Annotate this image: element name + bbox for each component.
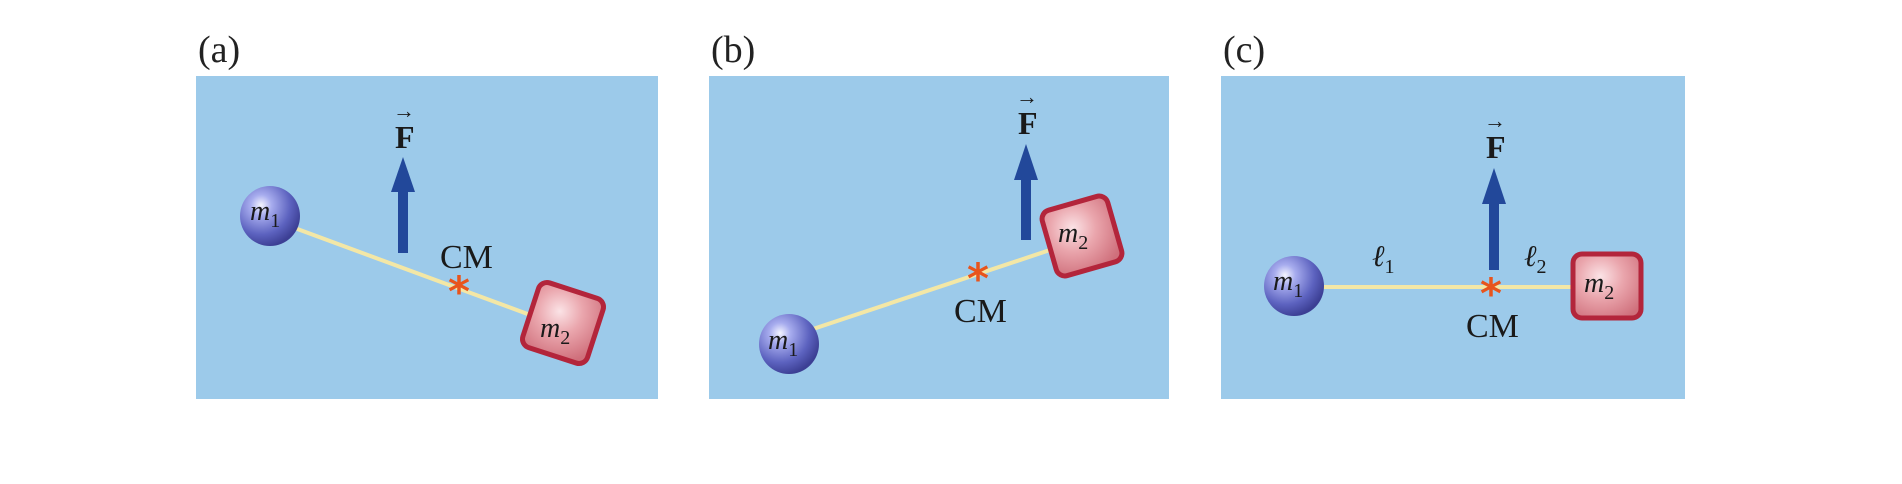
panel-b-cm-star: *: [967, 254, 989, 303]
panel-b-force-arrow: [1014, 144, 1038, 240]
panel-b-m1-label: m1: [768, 325, 798, 361]
panel-a-cm-star: *: [448, 267, 470, 316]
panel-c-force-label: F: [1486, 129, 1506, 165]
panel-c-length2-label: ℓ2: [1524, 240, 1547, 278]
panel-label-b: (b): [711, 29, 755, 71]
panel-c-background: [1221, 76, 1685, 399]
panel-a: (a) F → CM * m1 m2: [196, 29, 658, 399]
panel-a-cm-label: CM: [440, 239, 493, 276]
panel-label-c: (c): [1223, 29, 1265, 71]
panel-c-vector-arrow: →: [1484, 108, 1506, 133]
panel-a-force-arrow: [391, 157, 415, 253]
panel-b-m2-label: m2: [1058, 218, 1088, 254]
panel-a-m2-label: m2: [540, 313, 570, 349]
panel-c-cm-label: CM: [1466, 308, 1519, 345]
panel-b-vector-arrow: →: [1016, 84, 1038, 109]
panel-b-sphere-m1: [759, 314, 819, 374]
panel-c-m1-label: m1: [1273, 266, 1303, 302]
panel-a-block-m2: [519, 279, 607, 367]
panel-a-rod: [272, 218, 561, 328]
panel-c-sphere-m1: [1264, 256, 1324, 316]
panel-b-force-label: F: [1018, 105, 1038, 141]
panel-b-cm-label: CM: [954, 293, 1007, 330]
panel-b-block-m2: [1039, 193, 1125, 279]
panel-c: (c) F → * CM ℓ1 ℓ2 m1 m2: [1221, 29, 1685, 399]
panel-a-vector-arrow: →: [393, 98, 415, 123]
panel-c-m2-label: m2: [1584, 268, 1614, 304]
panel-b: (b) F → * CM m1 m2: [709, 29, 1169, 399]
panel-c-length1-label: ℓ1: [1372, 240, 1395, 278]
panel-c-force-arrow: [1482, 168, 1506, 270]
panel-c-block-m2: [1570, 251, 1644, 321]
panel-a-m1-label: m1: [250, 196, 280, 232]
panel-label-a: (a): [198, 29, 240, 71]
panel-a-force-label: F: [395, 119, 415, 155]
panel-c-cm-star: *: [1480, 269, 1502, 318]
panel-b-rod: [779, 238, 1081, 342]
panel-a-sphere-m1: [240, 186, 300, 246]
